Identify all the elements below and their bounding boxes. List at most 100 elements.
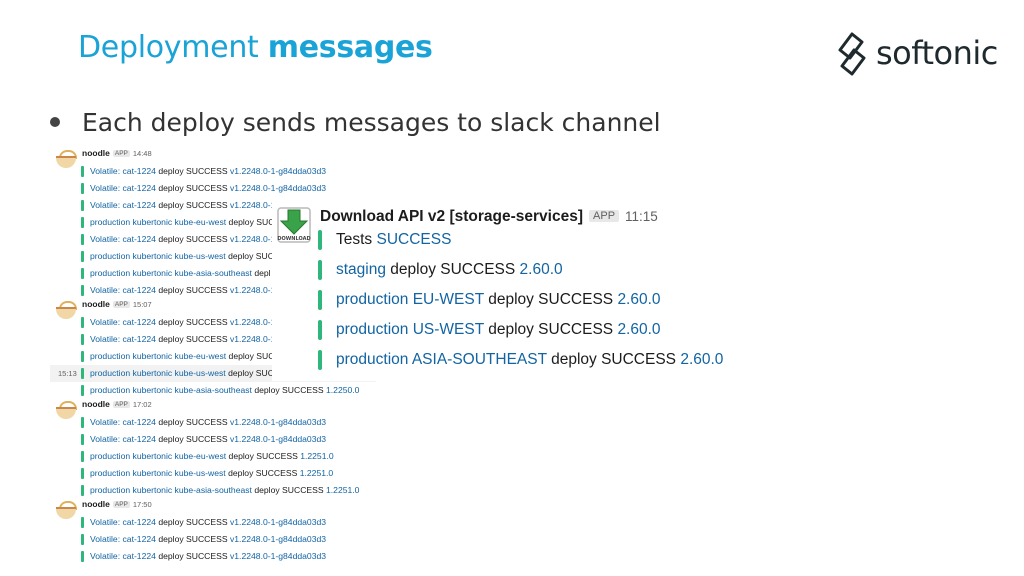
page-title: Deployment messages xyxy=(78,30,433,65)
zoom-card-sender[interactable]: Download API v2 [storage-services] xyxy=(320,208,584,225)
version-link[interactable]: v1.2248.0-1-g84dda03d3 xyxy=(229,166,327,176)
list-item: production ASIA-SOUTHEAST deploy SUCCESS… xyxy=(318,349,723,371)
timestamp[interactable]: 17:02 xyxy=(132,400,152,409)
noodle-avatar-icon[interactable] xyxy=(56,150,77,168)
sender-name[interactable]: noodle xyxy=(82,299,110,309)
environment-link[interactable]: production kubertonic kube-eu-west xyxy=(90,351,227,361)
environment-link[interactable]: Volatile: cat-1224 xyxy=(90,334,156,344)
environment-link[interactable]: Volatile: cat-1224 xyxy=(90,234,156,244)
environment-link[interactable]: Volatile: cat-1224 xyxy=(90,551,156,561)
environment-link[interactable]: Volatile: cat-1224 xyxy=(90,285,156,295)
list-item: staging deploy SUCCESS 2.60.0 xyxy=(318,259,563,281)
version-link[interactable]: v1.2248.0-1 xyxy=(229,317,276,327)
download-icon: DOWNLOAD xyxy=(277,207,311,243)
message-text: deploy SUCCESS xyxy=(254,385,324,395)
environment-link[interactable]: staging xyxy=(336,261,386,278)
environment-link[interactable]: production kubertonic kube-us-west xyxy=(90,251,226,261)
environment-link[interactable]: production kubertonic kube-asia-southeas… xyxy=(90,385,252,395)
noodle-avatar-icon[interactable] xyxy=(56,301,77,319)
version-link[interactable]: 2.60.0 xyxy=(617,291,661,308)
version-link[interactable]: 2.60.0 xyxy=(617,321,661,338)
version-link[interactable]: 1.2250.0 xyxy=(326,385,360,395)
environment-link[interactable]: Volatile: cat-1224 xyxy=(90,166,156,176)
app-badge: APP xyxy=(112,501,130,508)
list-item: production kubertonic kube-us-west deplo… xyxy=(80,465,376,482)
version-link[interactable]: v1.2248.0-1-g84dda03d3 xyxy=(229,551,327,561)
environment-link[interactable]: production kubertonic kube-us-west xyxy=(90,368,226,378)
bullet-text: Each deploy sends messages to slack chan… xyxy=(82,108,661,137)
timestamp[interactable]: 14:48 xyxy=(132,149,152,158)
list-item: Volatile: cat-1224 deploy SUCCESS v1.224… xyxy=(80,197,376,214)
logo-text: softonic xyxy=(876,34,998,72)
message-text: Tests xyxy=(336,231,373,248)
sender-name[interactable]: noodle xyxy=(82,499,110,509)
version-link[interactable]: v1.2248.0-1-g84dda03d3 xyxy=(229,434,327,444)
list-item: production kubertonic kube-asia-southeas… xyxy=(80,482,376,499)
list-item: Volatile: cat-1224 deploy SUCCESS v1.224… xyxy=(80,548,376,562)
version-link[interactable]: 1.2251.0 xyxy=(326,485,360,495)
list-item: production kubertonic kube-eu-west deplo… xyxy=(80,348,376,365)
environment-link[interactable]: Volatile: cat-1224 xyxy=(90,317,156,327)
environment-link[interactable]: production kubertonic kube-asia-southeas… xyxy=(90,268,252,278)
list-item: Volatile: cat-1224 deploy SUCCESS v1.224… xyxy=(80,314,376,331)
message-text: deploy SUCCESS xyxy=(158,183,228,193)
version-link[interactable]: 2.60.0 xyxy=(519,261,563,278)
sender-name[interactable]: noodle xyxy=(82,399,110,409)
environment-link[interactable]: production US-WEST xyxy=(336,321,484,338)
environment-link[interactable]: production EU-WEST xyxy=(336,291,484,308)
environment-link[interactable]: Volatile: cat-1224 xyxy=(90,517,156,527)
app-badge: APP xyxy=(112,401,130,408)
environment-link[interactable]: production kubertonic kube-eu-west xyxy=(90,451,227,461)
noodle-avatar-icon[interactable] xyxy=(56,501,77,519)
environment-link[interactable]: Volatile: cat-1224 xyxy=(90,200,156,210)
download-icon-caption: DOWNLOAD xyxy=(277,236,310,242)
environment-link[interactable]: Volatile: cat-1224 xyxy=(90,434,156,444)
app-badge: APP xyxy=(589,210,620,222)
version-link[interactable]: v1.2248.0-1-g84dda03d3 xyxy=(229,417,327,427)
version-link[interactable]: v1.2248.0-1 xyxy=(229,285,276,295)
environment-link[interactable]: production kubertonic kube-eu-west xyxy=(90,217,227,227)
list-item: production kubertonic kube-us-west deplo… xyxy=(80,248,376,265)
message-text: deploy SUCCESS xyxy=(488,291,614,308)
timestamp[interactable]: 17:50 xyxy=(132,500,152,509)
noodle-avatar-icon[interactable] xyxy=(56,401,77,419)
version-link[interactable]: 1.2251.0 xyxy=(299,468,334,478)
list-item: Volatile: cat-1224 deploy SUCCESS v1.224… xyxy=(80,180,376,197)
timestamp[interactable]: 15:07 xyxy=(132,300,152,309)
sender-name[interactable]: noodle xyxy=(82,148,110,158)
message-text: deploy SUCCESS xyxy=(488,321,614,338)
version-link[interactable]: v1.2248.0-1-g84dda03d3 xyxy=(229,534,327,544)
hover-timestamp[interactable]: 15:13 xyxy=(58,369,77,378)
message-text: deploy SUC xyxy=(228,217,275,227)
version-link[interactable]: v1.2248.0-1-g84dda03d3 xyxy=(229,183,327,193)
environment-link[interactable]: production ASIA-SOUTHEAST xyxy=(336,351,547,368)
version-link[interactable]: v1.2248.0-1-g84dda03d3 xyxy=(229,517,327,527)
list-item: Volatile: cat-1224 deploy SUCCESS v1.224… xyxy=(80,163,376,180)
version-link[interactable]: v1.2248.0-1 xyxy=(229,234,276,244)
environment-link[interactable]: Volatile: cat-1224 xyxy=(90,417,156,427)
version-link[interactable]: v1.2248.0-1 xyxy=(229,200,276,210)
environment-link[interactable]: Volatile: cat-1224 xyxy=(90,534,156,544)
version-link[interactable]: v1.2248.0-1 xyxy=(229,334,276,344)
zoom-card-header: Download API v2 [storage-services] APP 11:… xyxy=(320,208,658,226)
version-link[interactable]: 1.2251.0 xyxy=(300,451,334,461)
list-item: Volatile: cat-1224 deploy SUCCESS v1.224… xyxy=(80,282,376,299)
environment-link[interactable]: production kubertonic kube-us-west xyxy=(90,468,226,478)
message-text: deploy SUCCESS xyxy=(158,166,228,176)
message-text: deploy SUCCESS xyxy=(158,285,228,295)
message-text: deploy SUCCESS xyxy=(551,351,677,368)
environment-link[interactable]: Volatile: cat-1224 xyxy=(90,183,156,193)
environment-link[interactable]: production kubertonic kube-asia-southeas… xyxy=(90,485,252,495)
message-text: deploy SUCCESS xyxy=(228,451,298,461)
list-item: Volatile: cat-1224 deploy SUCCESS v1.224… xyxy=(80,431,376,448)
list-item: Tests SUCCESS xyxy=(318,229,451,251)
timestamp[interactable]: 11:15 xyxy=(625,209,658,224)
message-text: deploy SUCCESS xyxy=(158,200,228,210)
list-item: production kubertonic kube-asia-southeas… xyxy=(80,265,376,282)
version-link[interactable]: 2.60.0 xyxy=(680,351,724,368)
status-link[interactable]: SUCCESS xyxy=(376,231,452,248)
